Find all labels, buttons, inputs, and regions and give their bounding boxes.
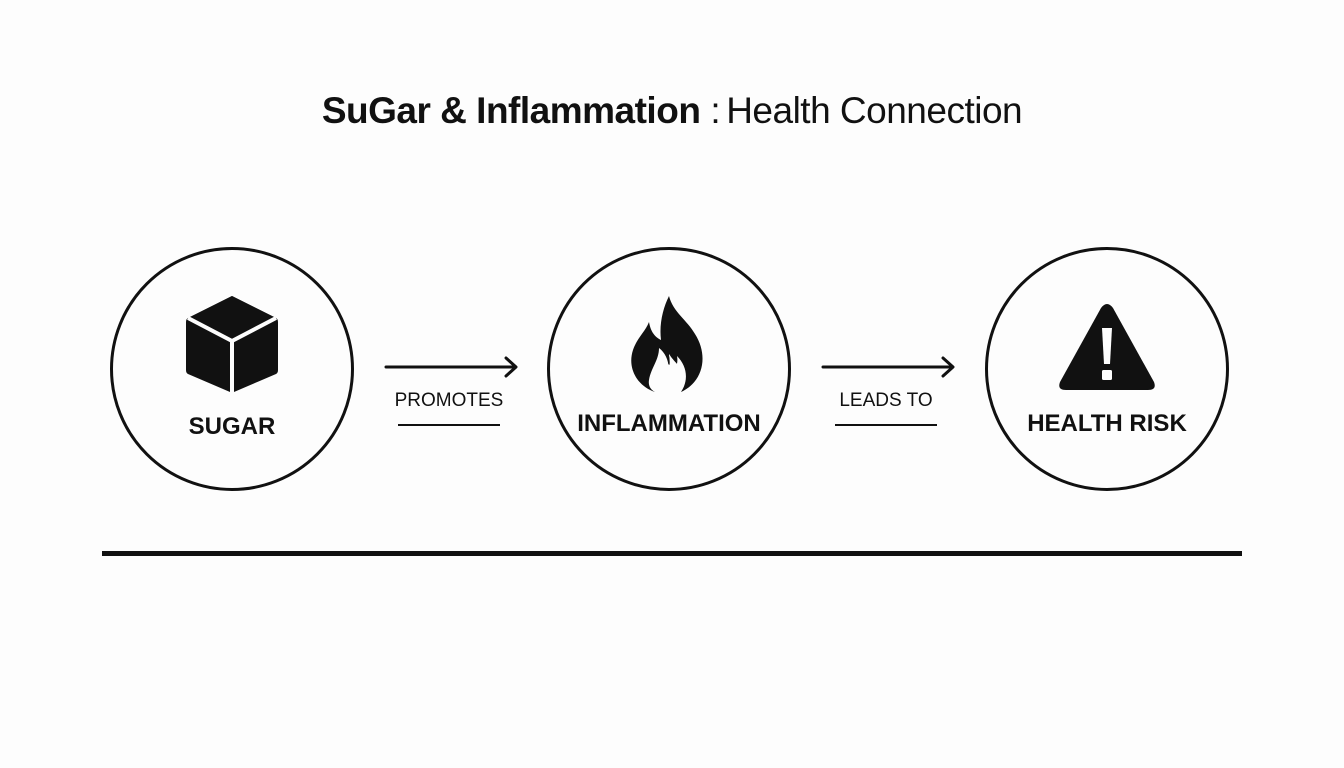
title-main: SuGar & Inflammation: [321, 90, 701, 131]
promotes-connector: PROMOTES: [384, 352, 524, 442]
inflammation-node: INFLAMMATION: [547, 247, 791, 491]
flame-icon: [629, 294, 709, 399]
diagram-title: SuGar & Inflammation:Health Connection: [0, 90, 1344, 132]
sugar-node: SUGAR: [110, 247, 354, 491]
divider-line: [102, 551, 1242, 556]
title-separator: :: [710, 90, 721, 131]
leads-to-underline: [835, 424, 937, 426]
inflammation-label: INFLAMMATION: [577, 410, 761, 437]
health-risk-node: HEALTH RISK: [985, 247, 1229, 491]
leads-to-connector: LEADS TO: [821, 352, 961, 442]
sugar-cube-icon: [184, 294, 280, 399]
leads-to-label: LEADS TO: [839, 390, 933, 411]
promotes-underline: [398, 424, 500, 426]
arrow-right-icon: [384, 356, 518, 378]
promotes-label: PROMOTES: [394, 390, 504, 411]
title-subtitle: Health Connection: [726, 90, 1023, 131]
warning-triangle-icon: [1057, 302, 1157, 397]
sugar-label: SUGAR: [188, 413, 276, 440]
arrow-right-icon: [821, 356, 955, 378]
health-risk-label: HEALTH RISK: [1027, 410, 1187, 437]
